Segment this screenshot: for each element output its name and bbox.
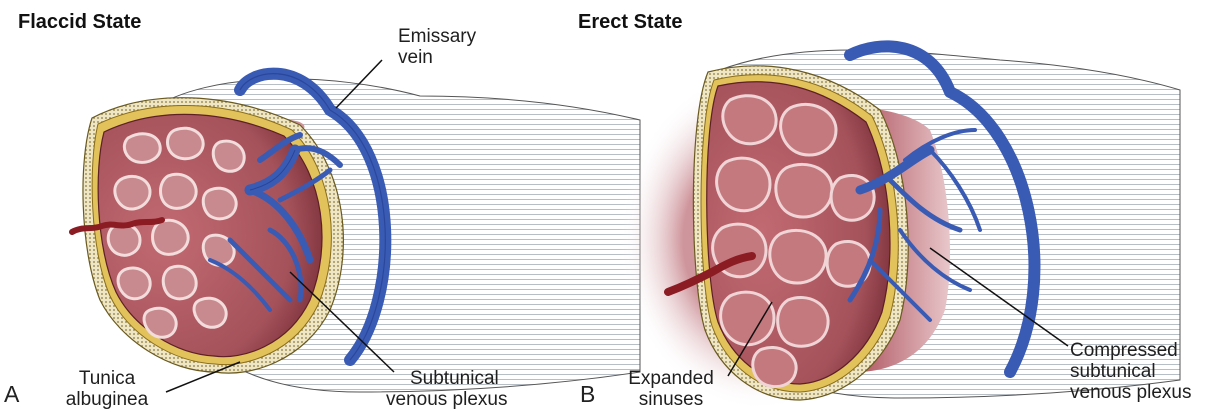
panel-a-letter: A <box>4 384 19 405</box>
label-compressed-plexus: Compressed subtunical venous plexus <box>1070 340 1191 403</box>
label-emissary-vein: Emissary vein <box>398 26 476 68</box>
label-expanded-sinuses: Expanded sinuses <box>596 368 746 410</box>
panel-a-title: Flaccid State <box>18 12 141 33</box>
panel-b-title: Erect State <box>578 12 683 33</box>
panel-b-letter: B <box>580 384 595 405</box>
label-subtunical-plexus: Subtunical venous plexus <box>386 368 507 410</box>
panel-a-flaccid <box>72 60 640 392</box>
label-tunica-albuginea: Tunica albuginea <box>32 368 182 410</box>
